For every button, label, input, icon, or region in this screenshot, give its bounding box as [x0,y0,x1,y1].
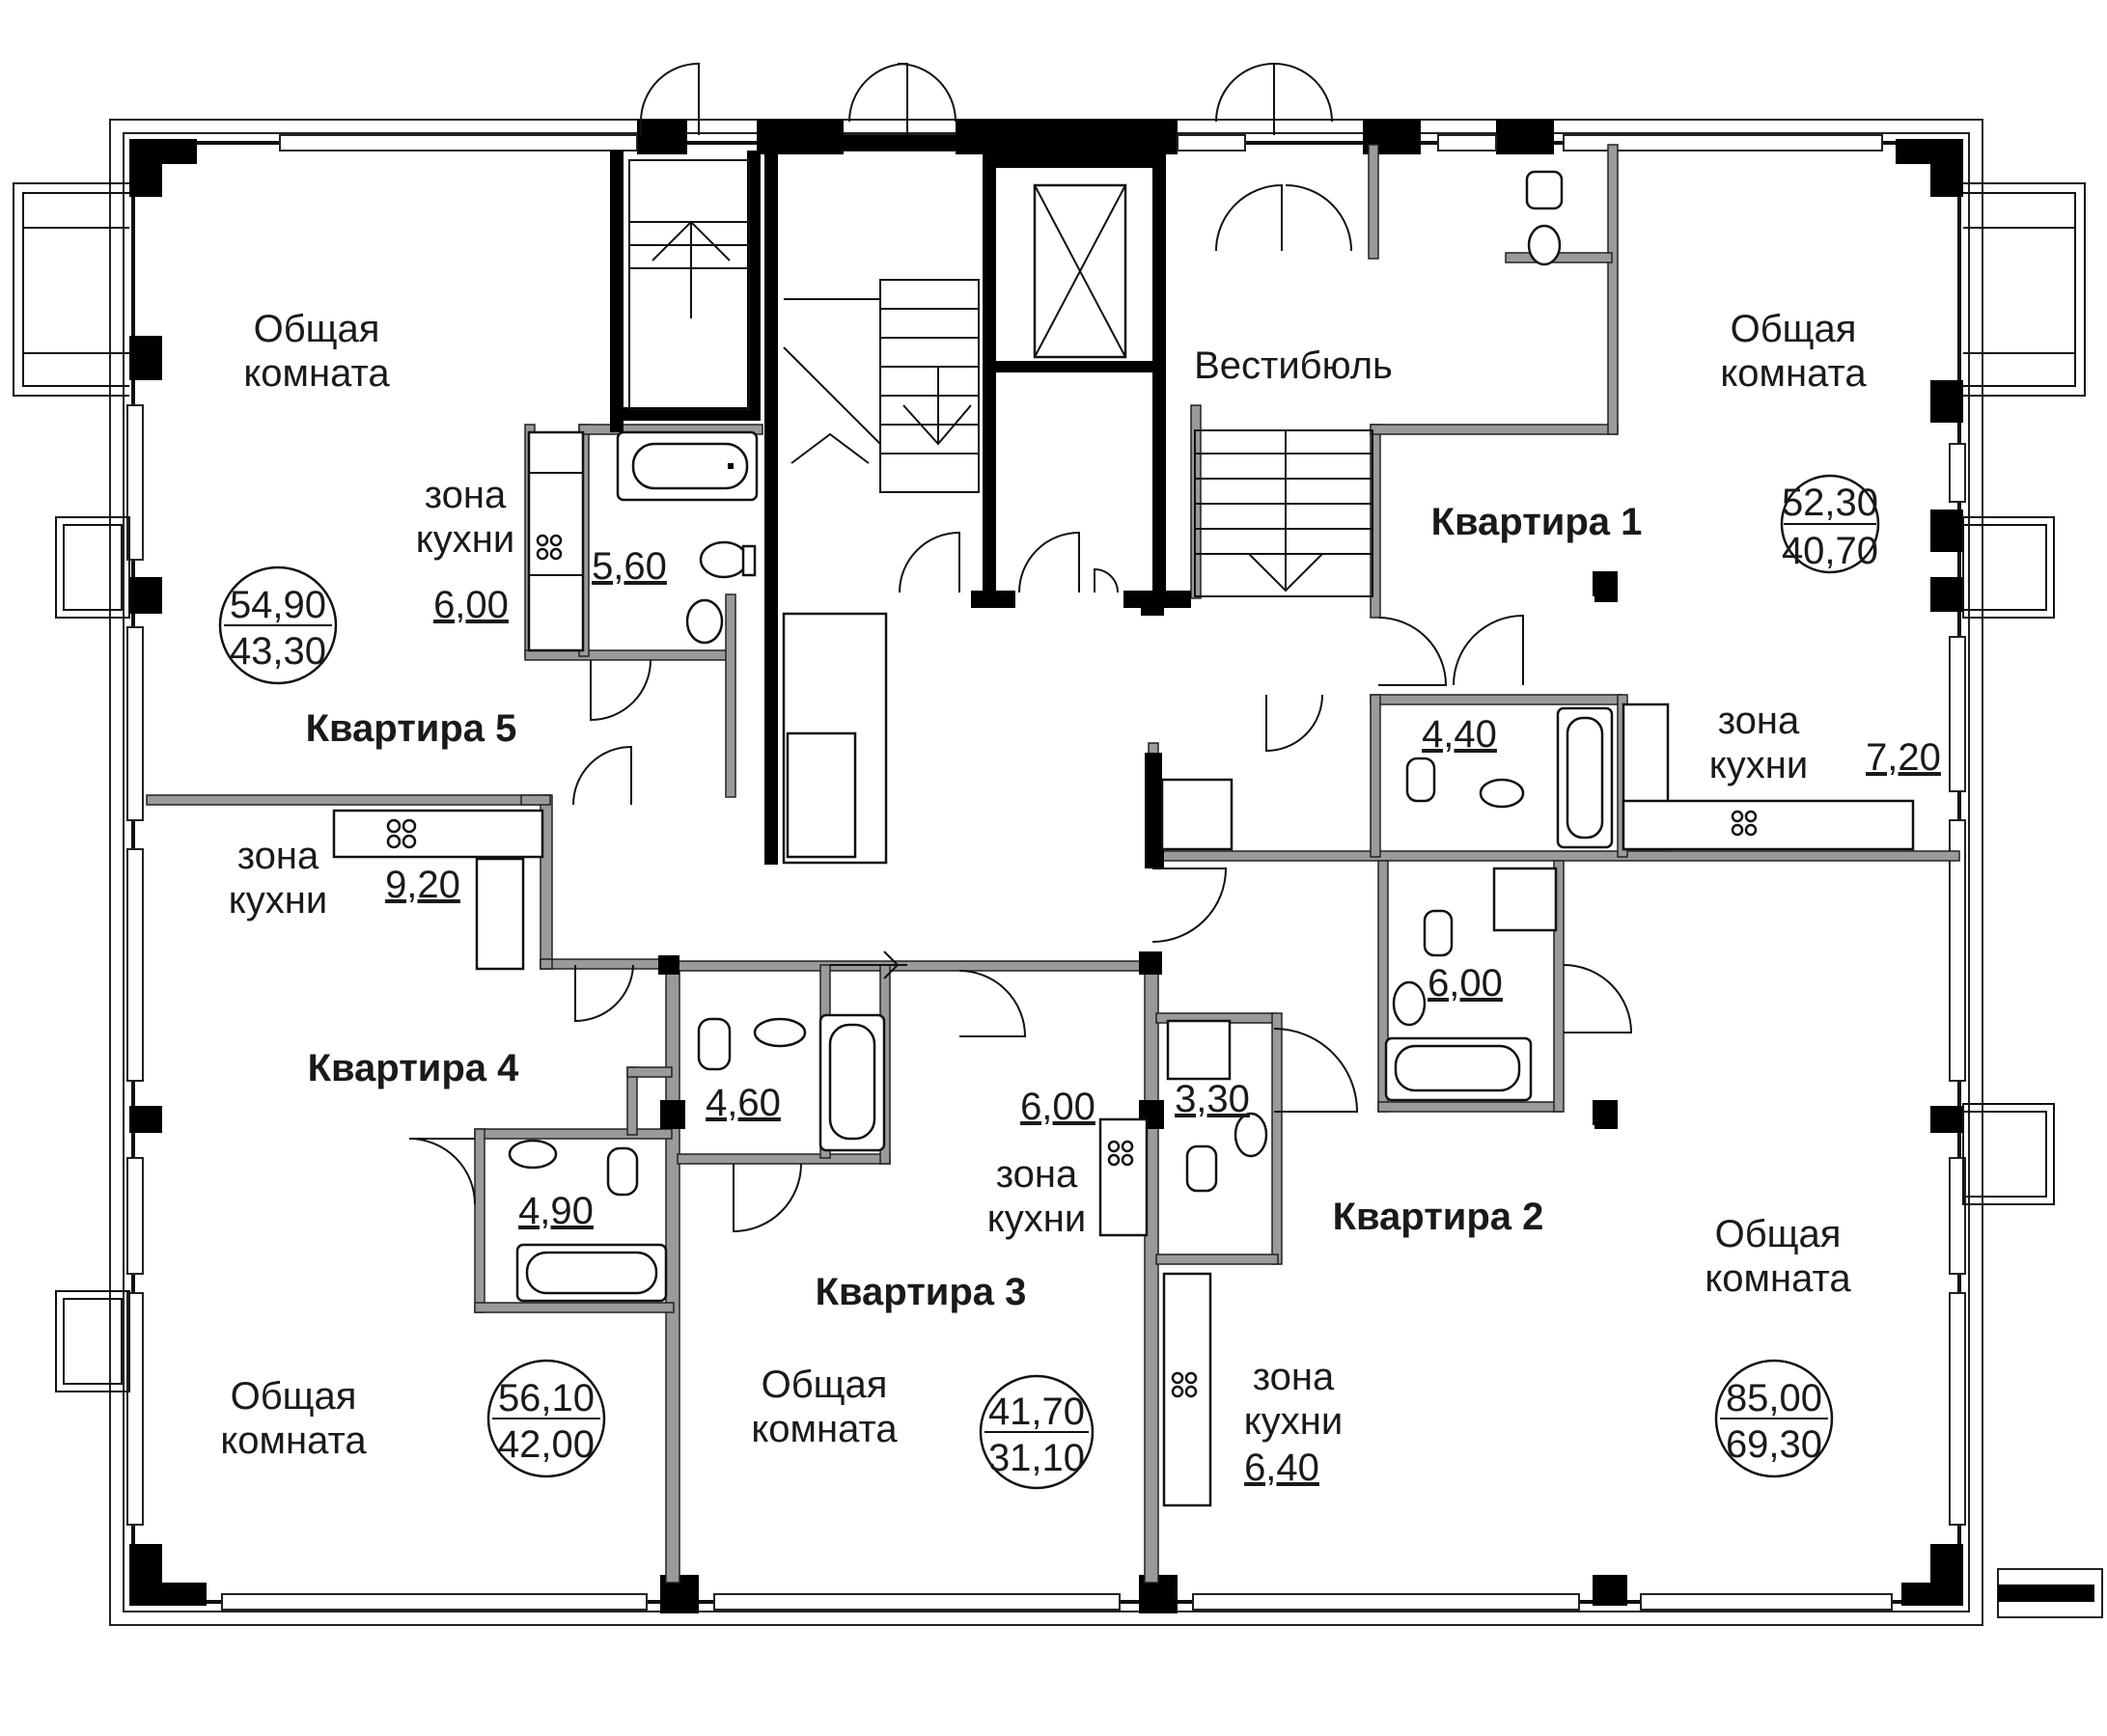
balconies [13,182,2086,1392]
apartment-2-living-area: 69,30 [1726,1423,1822,1466]
apartment-2-kitchen-area: 6,40 [1244,1447,1319,1489]
elevator [1033,183,1127,359]
exterior-walls [109,119,2103,1626]
lobby-label: Вестибюль [1194,344,1393,387]
apartment-3-bathroom-area: 4,60 [706,1082,781,1124]
doors [408,62,1633,1233]
apartment-3-title: Квартира 3 [816,1271,1027,1313]
apartment-5-bathroom-area: 5,60 [592,545,667,588]
apartment-2-total-area: 85,00 [1726,1377,1822,1419]
apartment-1-kitchen-area: 7,20 [1866,736,1941,779]
core-walls [610,135,1618,1129]
apartment-4-total-area: 56,10 [498,1377,595,1419]
apartment-1-living-area: 40,70 [1782,530,1878,572]
apartment-4-bathroom-area: 4,90 [518,1190,594,1232]
apartment-4-kitchen-area: 9,20 [385,864,460,906]
apartment-3-kitchen-area: 6,00 [1020,1086,1095,1128]
apartment-3-living-area: 31,10 [988,1437,1085,1479]
apartment-5-total-area: 54,90 [230,584,326,626]
apartment-5-living-area: 43,30 [230,630,326,673]
stairs [628,159,1373,597]
apartment-2-bathroom-area-1: 6,00 [1428,962,1503,1005]
fixtures [332,170,1915,1507]
apartment-1-total-area: 52,30 [1782,482,1878,524]
apartment-2-bathroom-area-2: 3,30 [1175,1078,1250,1120]
apartment-3-total-area: 41,70 [988,1391,1085,1433]
apartment-1-title: Квартира 1 [1431,501,1643,543]
apartment-2-title: Квартира 2 [1333,1196,1544,1238]
apartment-5-kitchen-area: 6,00 [433,584,509,626]
apartment-1-bathroom-area: 4,40 [1422,713,1497,756]
apartment-5-title: Квартира 5 [306,707,517,750]
apartment-4-title: Квартира 4 [308,1047,520,1089]
apartment-4-living-area: 42,00 [498,1423,595,1466]
